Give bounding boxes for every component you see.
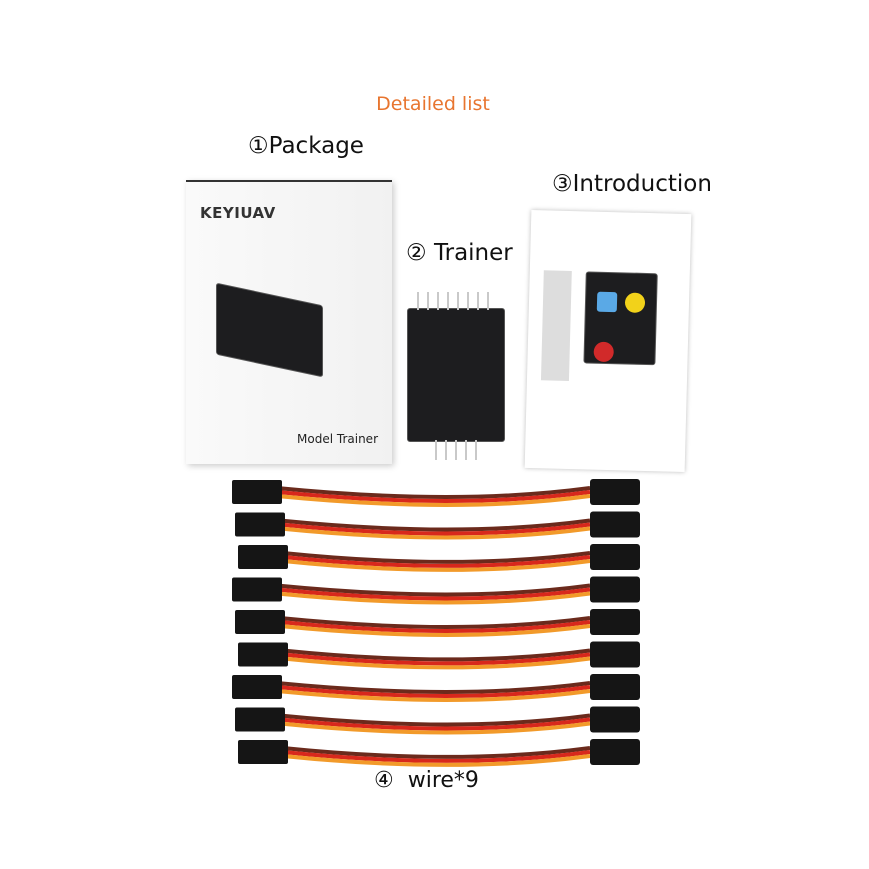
female-connector xyxy=(232,675,282,699)
male-connector xyxy=(590,674,640,700)
male-connector xyxy=(590,706,640,733)
item-label: Package xyxy=(268,133,364,159)
female-connector xyxy=(232,480,282,504)
wire xyxy=(238,544,640,572)
label-wire: ④ wire*9 xyxy=(374,768,479,793)
item-label: Trainer xyxy=(433,240,513,266)
male-connector xyxy=(590,739,640,765)
female-connector xyxy=(235,512,285,537)
item-label: Introduction xyxy=(572,171,712,197)
male-connector xyxy=(590,511,640,538)
item-number: ④ xyxy=(374,768,394,793)
wire xyxy=(232,479,640,507)
female-connector xyxy=(235,610,285,634)
label-introduction: ③Introduction xyxy=(552,171,712,197)
label-trainer: ② Trainer xyxy=(406,240,513,266)
wire xyxy=(232,674,640,702)
female-connector xyxy=(238,545,288,569)
female-connector xyxy=(238,642,288,667)
trainer-pcb xyxy=(407,308,505,442)
item-number: ① xyxy=(248,133,269,159)
male-connector xyxy=(590,609,640,635)
item-label: wire*9 xyxy=(407,768,479,793)
female-connector xyxy=(235,707,285,732)
wire xyxy=(235,511,640,540)
product-name: Model Trainer xyxy=(297,432,378,446)
item-number: ③ xyxy=(552,171,573,197)
wire xyxy=(238,641,640,670)
brand-logo: KEYIUAV xyxy=(200,204,276,222)
wire xyxy=(238,739,640,767)
male-connector xyxy=(590,479,640,505)
female-connector xyxy=(238,740,288,764)
trainer-module xyxy=(405,290,505,460)
package-box: KEYIUAV Model Trainer xyxy=(186,180,392,464)
page-title: Detailed list xyxy=(376,93,490,115)
item-number: ② xyxy=(406,240,427,266)
wire xyxy=(232,576,640,605)
wire xyxy=(235,706,640,735)
female-connector xyxy=(232,577,282,602)
male-connector xyxy=(590,576,640,603)
wire xyxy=(235,609,640,637)
male-connector xyxy=(590,544,640,570)
label-package: ①Package xyxy=(248,133,364,159)
male-connector xyxy=(590,641,640,668)
